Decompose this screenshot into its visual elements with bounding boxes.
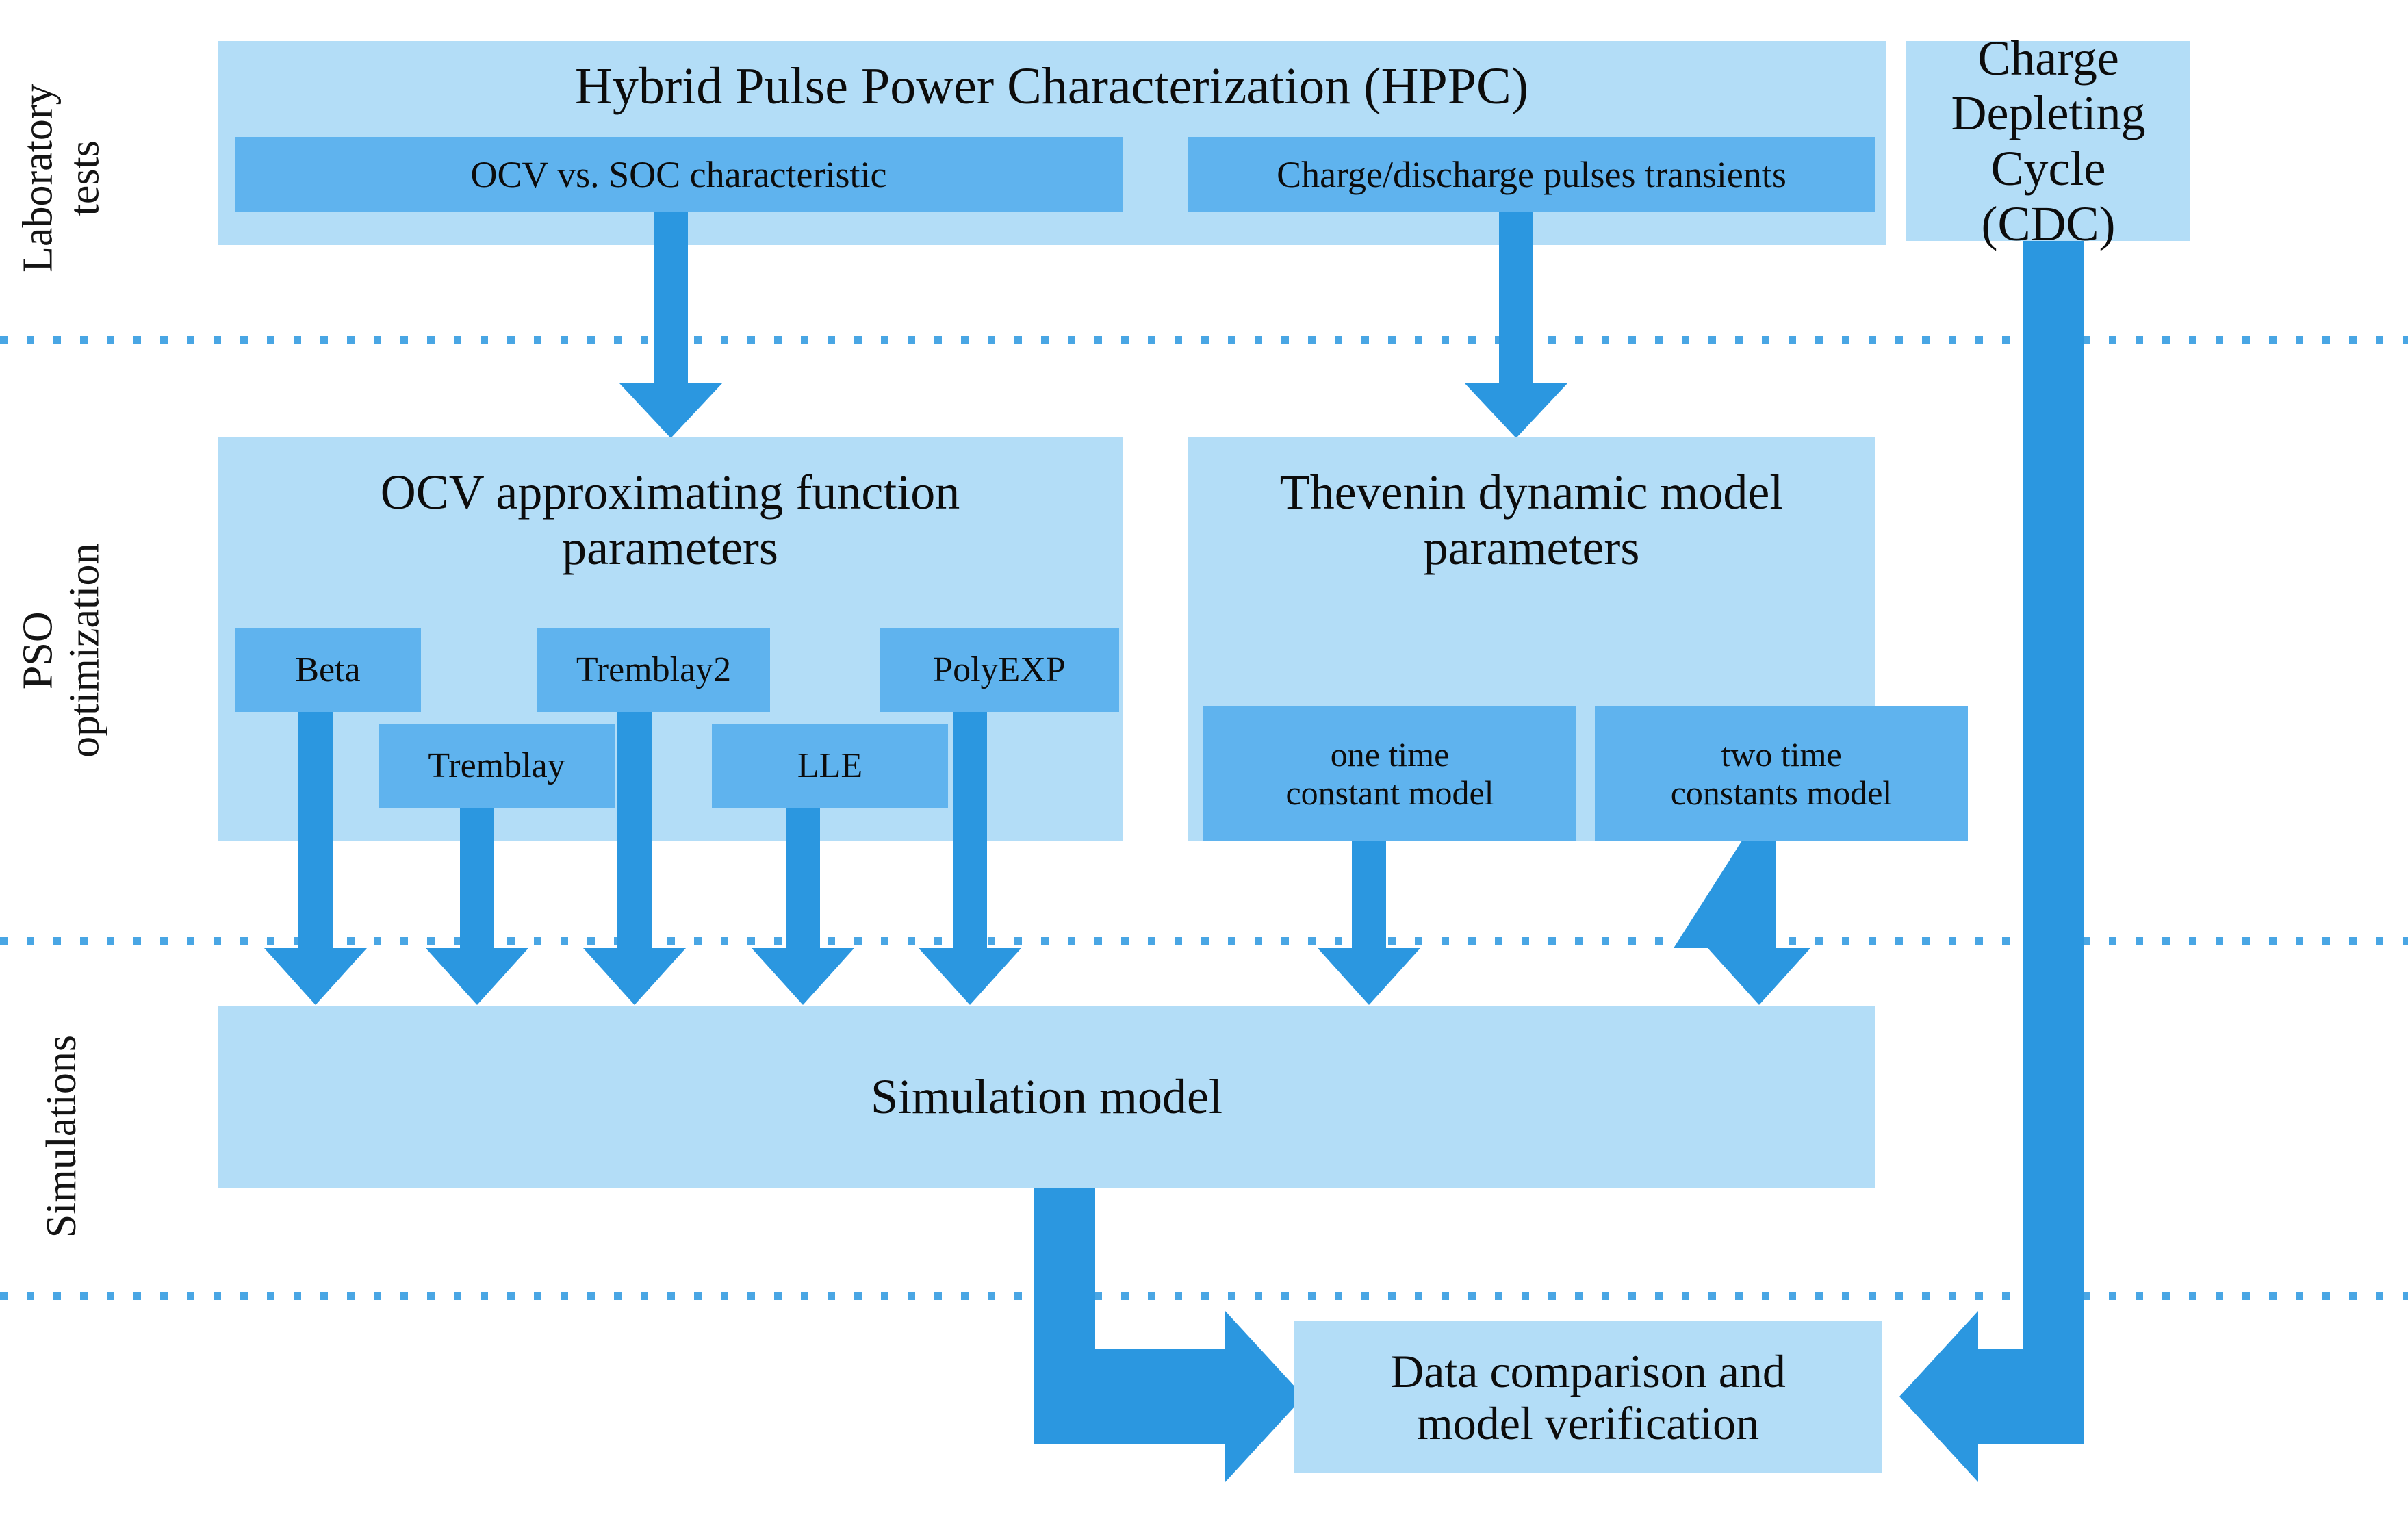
pulses-box[interactable] <box>1188 137 1875 212</box>
beta-box[interactable] <box>235 628 421 712</box>
arrow-tremblay-to-sim <box>426 808 528 1005</box>
arrow-ocv-to-ocvparams <box>619 212 722 438</box>
tremblay-box[interactable] <box>379 724 615 808</box>
row-label-sim-line1: Simulations <box>38 1034 85 1238</box>
row-label-pso-line1: PSO <box>14 611 62 689</box>
arrow-cdc-to-comparison <box>1899 241 2084 1482</box>
row-label-lab-line1: Laboratory <box>14 84 62 272</box>
row-label-pso-line2: optimization <box>62 543 109 758</box>
data-comparison-box[interactable] <box>1294 1321 1882 1473</box>
ocv-soc-box[interactable] <box>235 137 1123 212</box>
cdc-box[interactable] <box>1906 41 2190 241</box>
arrow-beta-to-sim <box>264 712 367 1005</box>
simulation-model-box[interactable] <box>218 1006 1875 1188</box>
arrow-onetc-to-sim <box>1318 841 1420 1005</box>
arrow-sim-to-comparison <box>1034 1188 1304 1482</box>
arrow-lle-to-sim <box>752 808 854 1005</box>
arrow-pulses-to-thevenin <box>1465 212 1567 438</box>
arrow-tremblay2-to-sim <box>583 712 686 1005</box>
arrow-twotc-to-sim <box>1674 841 1810 1005</box>
lle-box[interactable] <box>712 724 948 808</box>
arrow-polyexp-to-sim <box>919 712 1021 1005</box>
row-label-simulations: Simulations <box>0 993 123 1280</box>
one-time-constant-box[interactable] <box>1203 706 1576 841</box>
row-label-pso-optimization: PSO optimization <box>0 479 123 821</box>
row-label-lab-line2: tests <box>62 140 108 216</box>
two-time-constants-box[interactable] <box>1595 706 1968 841</box>
tremblay2-box[interactable] <box>537 628 770 712</box>
row-label-laboratory-tests: Laboratory tests <box>0 41 123 315</box>
polyexp-box[interactable] <box>880 628 1119 712</box>
